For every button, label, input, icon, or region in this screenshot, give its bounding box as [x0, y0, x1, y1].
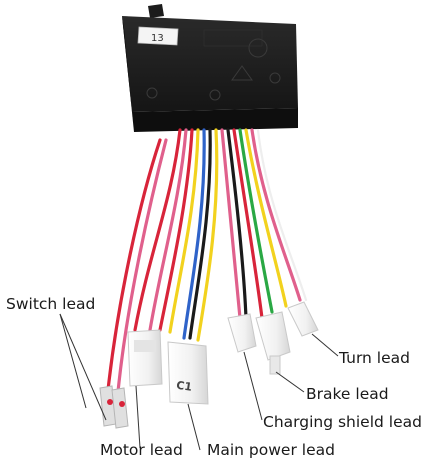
- label-pointers: [59, 313, 339, 451]
- brake-connector: [255, 311, 291, 375]
- label-charging-shield-lead: Charging shield lead: [263, 413, 422, 431]
- label-brake-lead: Brake lead: [306, 385, 389, 403]
- connector-mark-text: C1: [175, 379, 192, 394]
- label-switch-lead: Switch lead: [6, 295, 96, 313]
- controller-sticker: 13: [137, 26, 179, 46]
- switch-lead-terminals: [99, 385, 129, 429]
- main-power-connector: C1: [167, 341, 209, 405]
- wire-harness: [106, 128, 308, 394]
- motor-connector: [127, 329, 163, 387]
- label-motor-lead: Motor lead: [100, 441, 183, 459]
- controller-box: [122, 4, 298, 132]
- sticker-number: 13: [151, 33, 164, 44]
- charging-shield-connector: [227, 313, 257, 353]
- label-main-power-lead: Main power lead: [207, 441, 335, 459]
- turn-connector: [287, 301, 319, 337]
- label-turn-lead: Turn lead: [339, 349, 410, 367]
